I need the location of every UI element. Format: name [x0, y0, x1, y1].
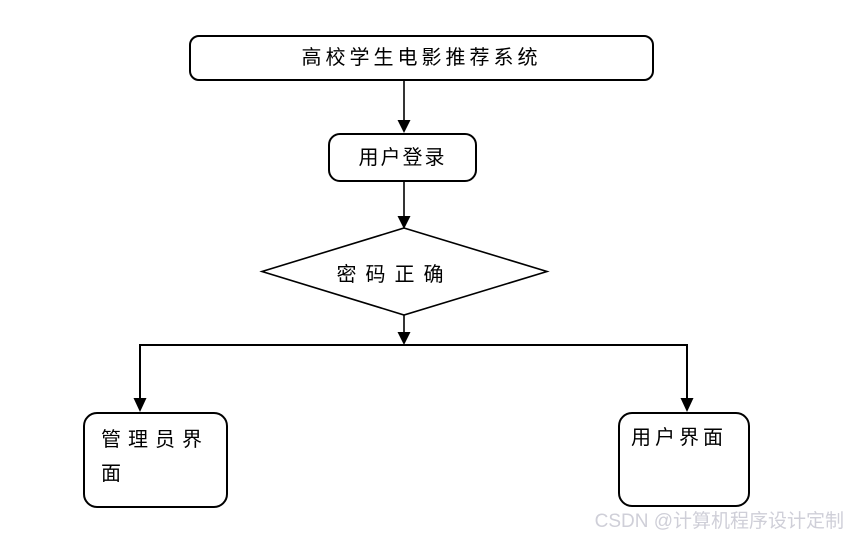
node-password-decision-label: 密码正确	[336, 264, 453, 286]
node-user-interface-label: 用户界面	[631, 427, 727, 449]
node-admin-interface-label-line1: 管 理 员 界	[101, 429, 203, 451]
arrowhead-login-to-decision	[397, 216, 411, 229]
node-admin-interface-label-line2: 面	[101, 463, 122, 485]
node-user-login: 用户登录	[328, 133, 477, 182]
arrowhead-branch-to-admin	[133, 398, 147, 412]
node-admin-interface: 管 理 员 界 面	[83, 412, 228, 508]
node-system-title: 高校学生电影推荐系统	[189, 35, 654, 81]
node-user-interface: 用户界面	[618, 412, 750, 507]
node-system-title-label: 高校学生电影推荐系统	[301, 47, 542, 69]
node-user-login-label: 用户登录	[358, 146, 447, 169]
arrowhead-title-to-login	[397, 120, 411, 133]
arrowhead-branch-to-user	[680, 398, 694, 412]
csdn-watermark: CSDN @计算机程序设计定制	[594, 511, 844, 532]
arrowhead-decision-to-branch	[397, 332, 411, 345]
branch-connector	[139, 344, 688, 399]
